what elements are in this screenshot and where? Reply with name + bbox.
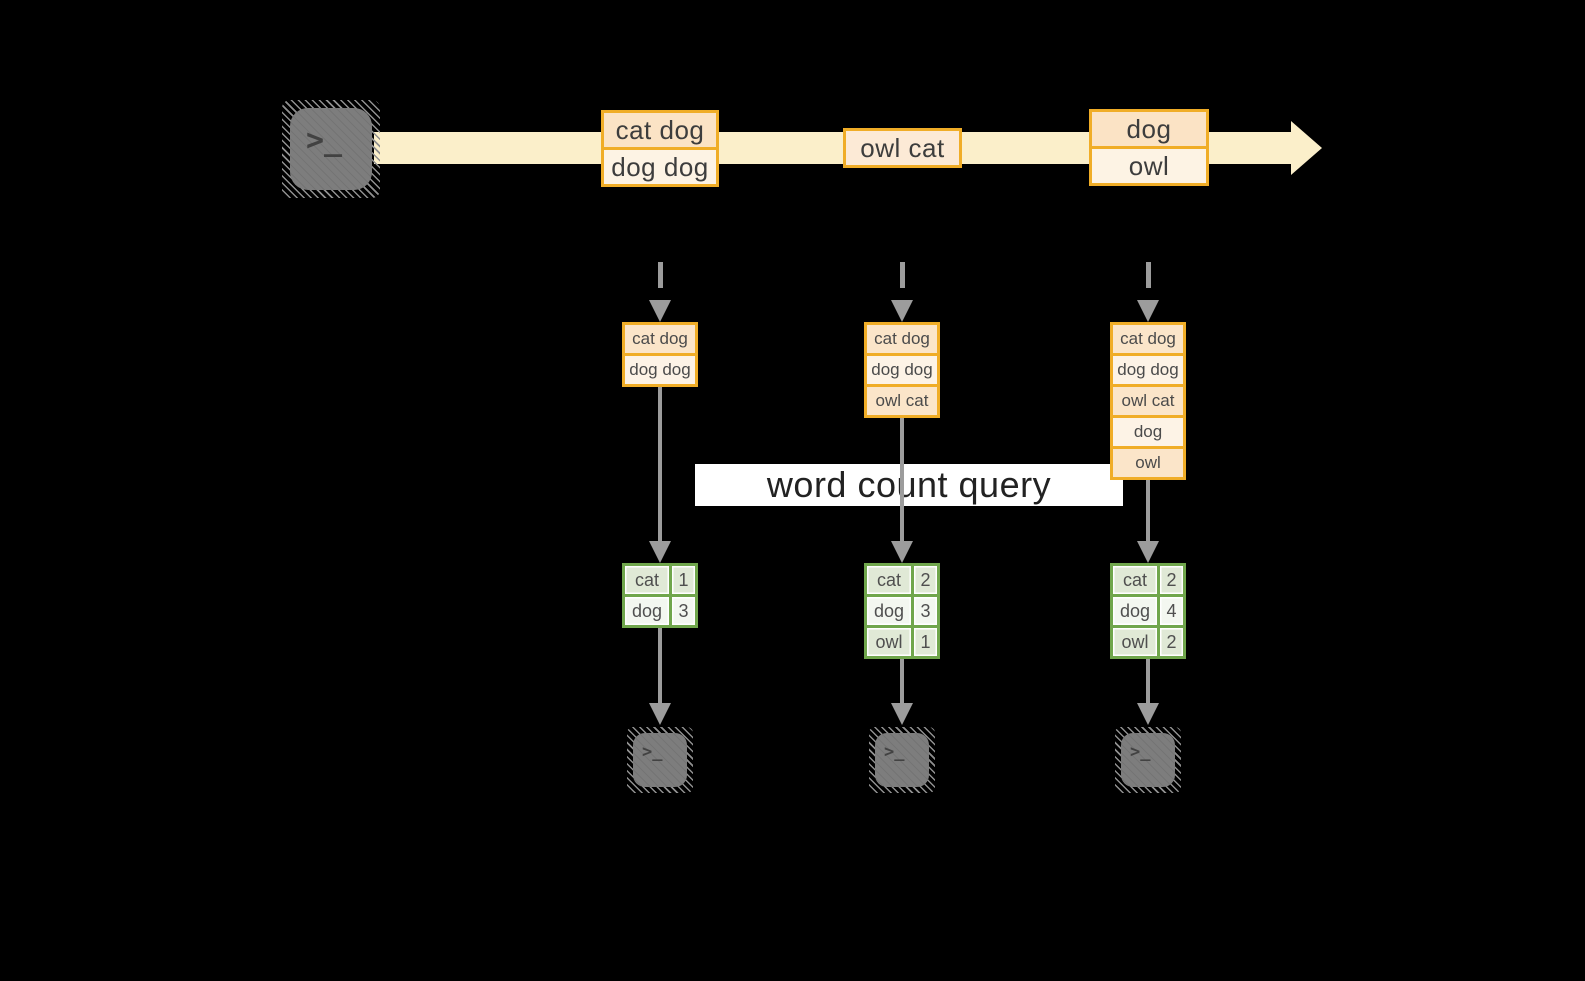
count-cell: 4 xyxy=(1157,597,1183,625)
terminal-prompt-glyph: >_ xyxy=(884,742,905,762)
count-cell: 2 xyxy=(1157,566,1183,594)
connector-line xyxy=(658,387,662,541)
connector-line xyxy=(900,418,904,541)
arrowhead-icon xyxy=(649,541,671,563)
state-row: cat dog xyxy=(867,325,937,353)
word-cell: dog xyxy=(867,597,911,625)
arrowhead-icon xyxy=(649,300,671,322)
batch-row: dog xyxy=(1092,112,1206,146)
state-row: cat dog xyxy=(625,325,695,353)
dashed-arrow xyxy=(899,262,905,300)
batch-row: cat dog xyxy=(604,113,716,147)
terminal-prompt-glyph: >_ xyxy=(306,123,343,158)
dashed-arrow xyxy=(657,262,663,300)
source-terminal: >_ xyxy=(282,100,380,198)
word-cell: cat xyxy=(867,566,911,594)
terminal-icon: >_ xyxy=(1121,733,1175,787)
state-row: owl cat xyxy=(1113,384,1183,415)
word-cell: owl xyxy=(867,628,911,656)
word-cell: cat xyxy=(1113,566,1157,594)
stream-arrowhead-icon xyxy=(1291,121,1322,175)
terminal-prompt-glyph: >_ xyxy=(1130,742,1151,762)
connector-line xyxy=(1146,480,1150,541)
count-cell: 3 xyxy=(669,597,695,625)
connector-line xyxy=(1146,659,1150,703)
word-cell: owl xyxy=(1113,628,1157,656)
dashed-arrow xyxy=(1145,262,1151,300)
state-row: dog dog xyxy=(867,353,937,384)
word-cell: dog xyxy=(1113,597,1157,625)
word-cell: dog xyxy=(625,597,669,625)
count-cell: 2 xyxy=(1157,628,1183,656)
arrowhead-icon xyxy=(1137,541,1159,563)
batch-row: dog dog xyxy=(604,147,716,184)
arrowhead-icon xyxy=(891,703,913,725)
arrowhead-icon xyxy=(891,541,913,563)
state-row: owl xyxy=(1113,446,1183,477)
count-cell: 2 xyxy=(911,566,937,594)
state-row: owl cat xyxy=(867,384,937,415)
count-cell: 1 xyxy=(911,628,937,656)
state-row: dog dog xyxy=(1113,353,1183,384)
terminal-prompt-glyph: >_ xyxy=(642,742,663,762)
sink-terminal: >_ xyxy=(1115,727,1181,793)
terminal-icon: >_ xyxy=(633,733,687,787)
connector-line xyxy=(900,659,904,703)
sink-terminal: >_ xyxy=(627,727,693,793)
terminal-icon: >_ xyxy=(290,108,372,190)
query-band: word count query xyxy=(695,464,1123,506)
arrowhead-icon xyxy=(649,703,671,725)
count-cell: 1 xyxy=(669,566,695,594)
state-row: dog dog xyxy=(625,353,695,384)
query-label: word count query xyxy=(766,464,1052,505)
word-cell: cat xyxy=(625,566,669,594)
sink-terminal: >_ xyxy=(869,727,935,793)
state-row: dog xyxy=(1113,415,1183,446)
arrowhead-icon xyxy=(1137,703,1159,725)
batch-row: owl xyxy=(1092,146,1206,183)
connector-line xyxy=(658,628,662,703)
arrowhead-icon xyxy=(1137,300,1159,322)
batch-row: owl cat xyxy=(846,131,959,165)
stream-batch: owl cat xyxy=(843,128,962,168)
state-row: cat dog xyxy=(1113,325,1183,353)
count-cell: 3 xyxy=(911,597,937,625)
arrowhead-icon xyxy=(891,300,913,322)
terminal-icon: >_ xyxy=(875,733,929,787)
